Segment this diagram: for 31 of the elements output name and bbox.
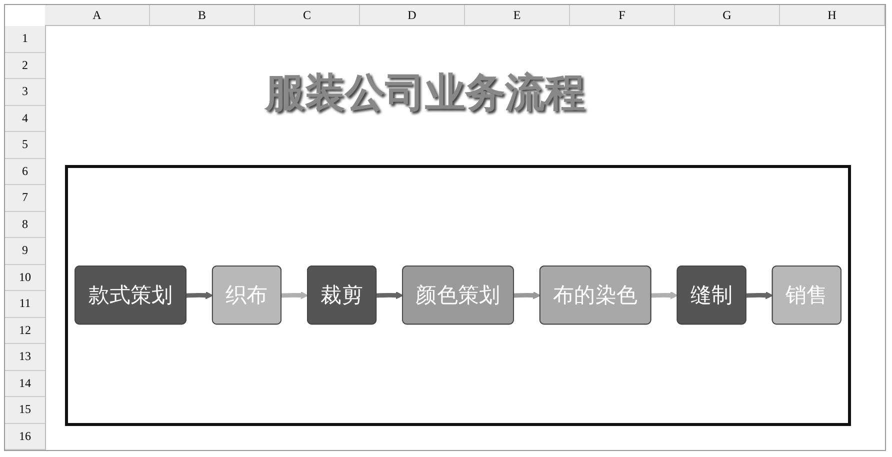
- row-number: 6: [5, 158, 45, 185]
- arrow: [281, 292, 308, 300]
- arrow: [514, 292, 541, 300]
- title: 服装公司业务流程: [263, 69, 586, 118]
- column-header: F: [570, 5, 675, 25]
- row-number: 9: [5, 238, 45, 264]
- row-number: 4: [5, 106, 45, 132]
- column-header: G: [675, 5, 780, 25]
- row-number: 3: [5, 79, 45, 106]
- row-number: 16: [5, 424, 45, 450]
- column-header: H: [780, 5, 885, 25]
- row-number: 10: [5, 264, 45, 291]
- row-number: 15: [5, 397, 45, 424]
- row-number: 7: [5, 185, 45, 212]
- row-number: 14: [5, 370, 45, 397]
- row-number: 2: [5, 52, 45, 79]
- arrow: [651, 292, 678, 300]
- column-header: B: [150, 5, 255, 25]
- arrow: [186, 292, 214, 300]
- row-number: 1: [5, 26, 45, 52]
- row-number: 5: [5, 132, 45, 158]
- column-header: A: [45, 5, 150, 25]
- row-number: 12: [5, 318, 45, 344]
- column-header: D: [360, 5, 465, 25]
- row-number: 8: [5, 212, 45, 238]
- column-header: C: [255, 5, 360, 25]
- arrow: [746, 292, 774, 300]
- column-header: E: [465, 5, 570, 25]
- row-number: 11: [5, 291, 45, 318]
- arrow: [376, 292, 404, 300]
- row-number: 13: [5, 344, 45, 370]
